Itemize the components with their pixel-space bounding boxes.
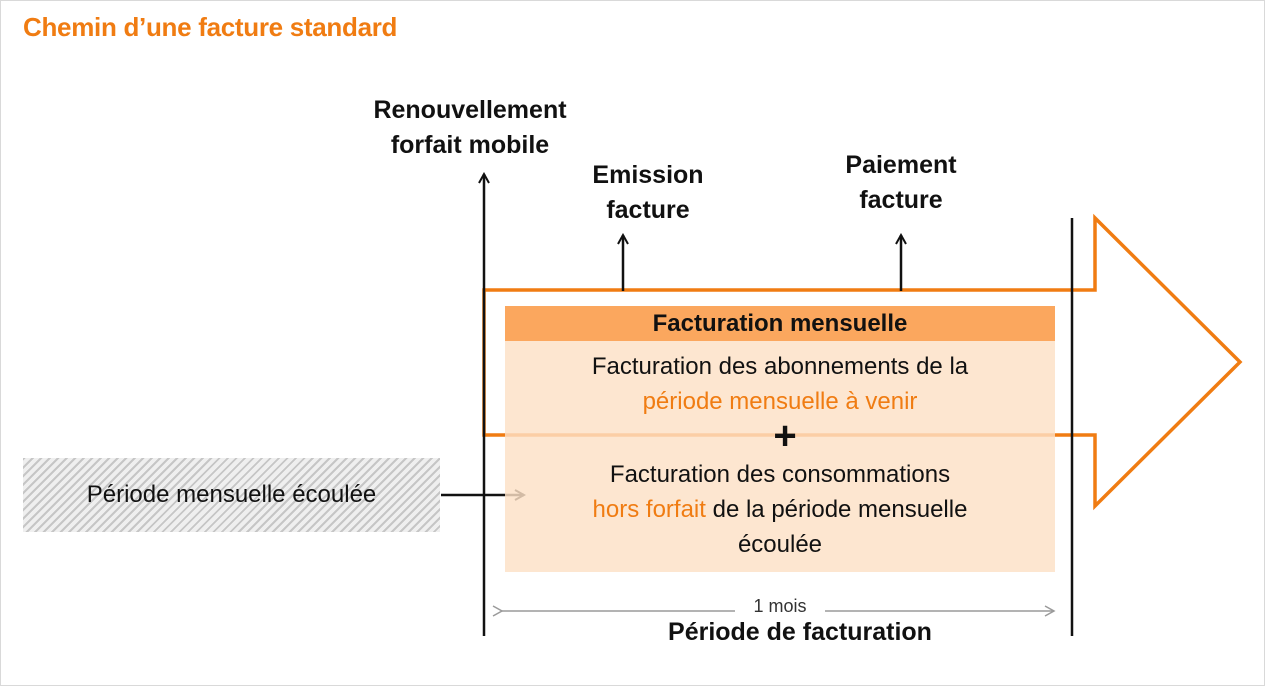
plus-sign: + [773,414,797,458]
consumption-highlight: hors forfait [592,496,706,523]
subscriptions-highlight: période mensuelle à venir [642,388,918,415]
emission-label: Emission facture [592,161,704,224]
consumption-text: Facturation des consommations hors forfa… [592,461,968,558]
billing-period-label: Période de facturation [668,618,932,646]
past-period-box [23,458,440,532]
duration-label: 1 mois [735,595,825,617]
renouvellement-label: Renouvellement forfait mobile [373,96,567,159]
billing-header: Facturation mensuelle [505,306,1055,341]
paiement-label: Paiement facture [845,151,957,214]
page-title: Chemin d’une facture standard [23,12,398,42]
subscriptions-text: Facturation des abonnements de la périod… [505,349,1055,419]
past-period-label: Période mensuelle écoulée [86,481,377,508]
billing-box [505,306,1055,572]
